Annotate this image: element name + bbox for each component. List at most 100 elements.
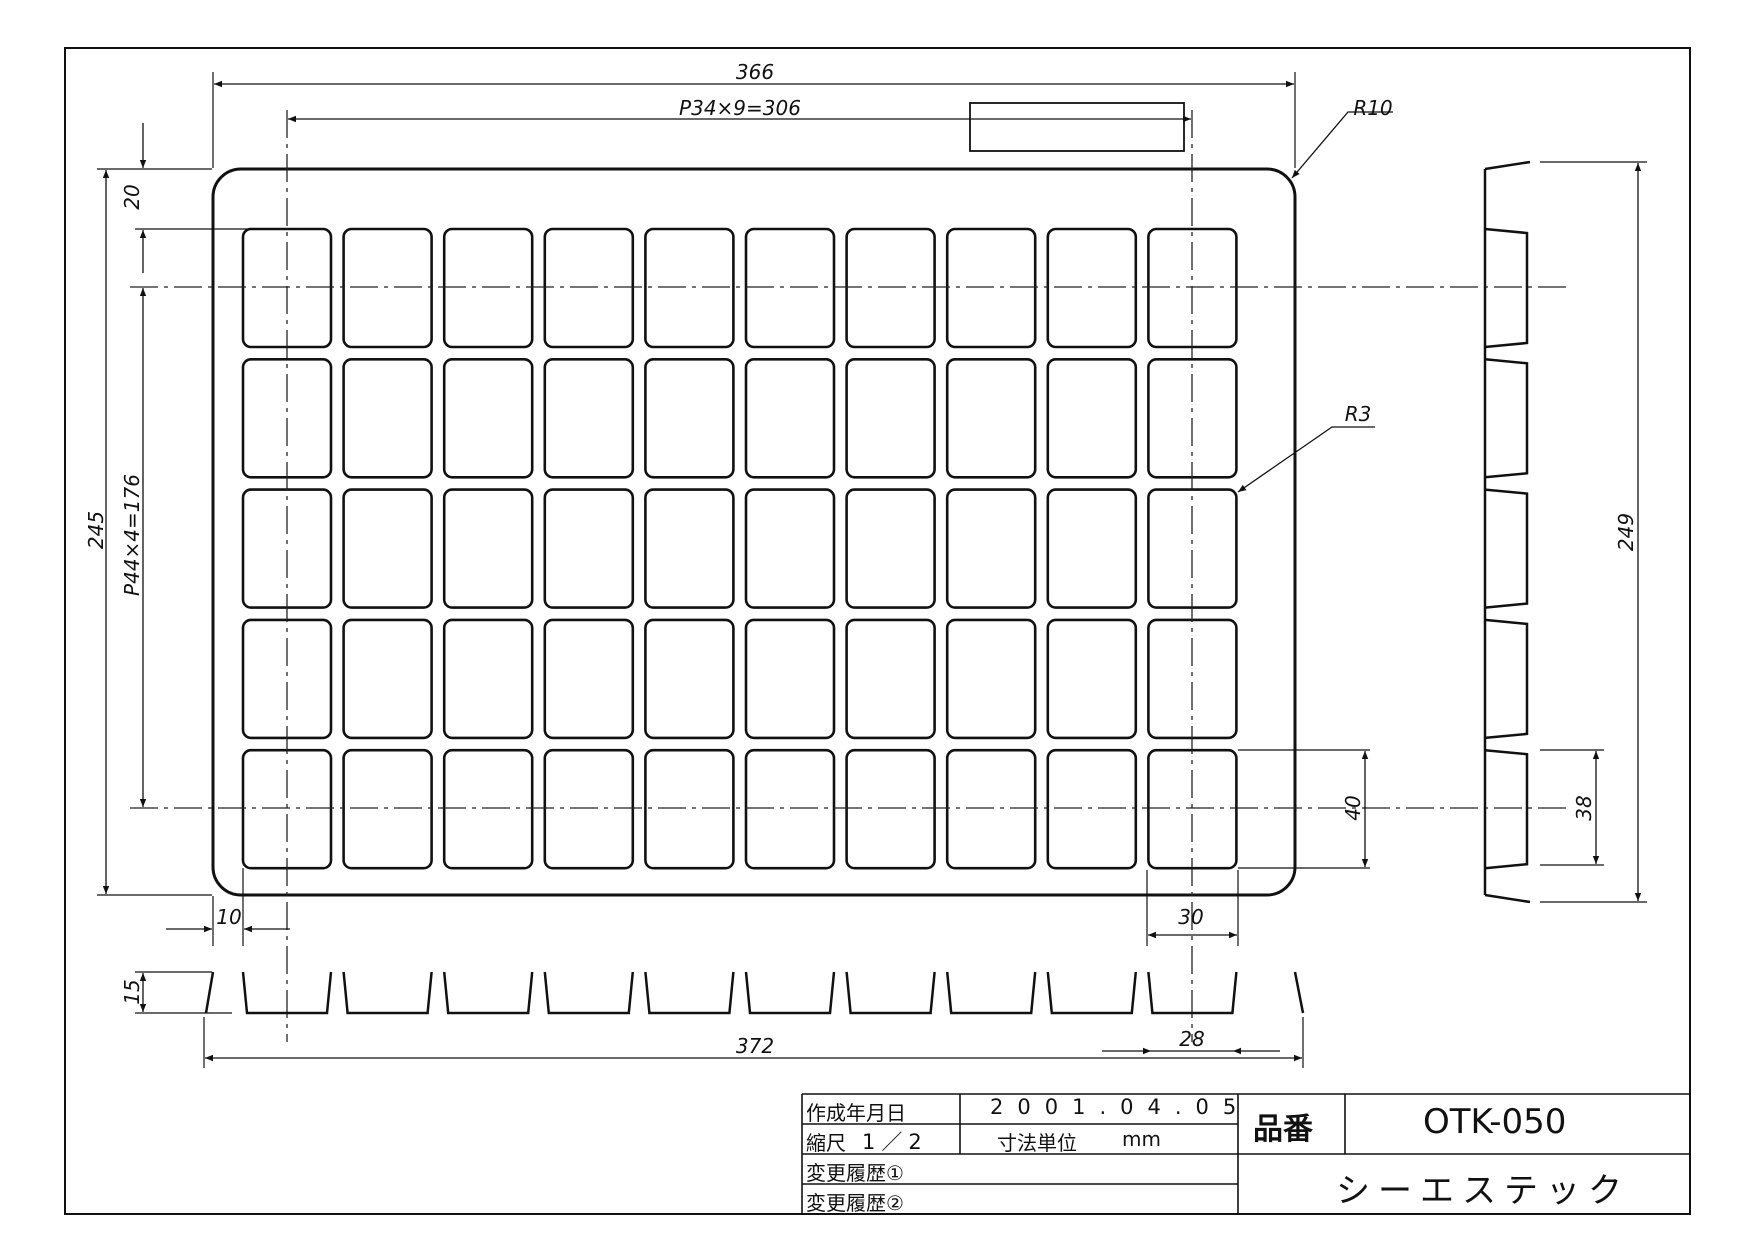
pocket — [1046, 357, 1138, 479]
pocket — [1046, 227, 1138, 349]
revision-history-2: 変更履歴② — [806, 1191, 904, 1215]
tray-outline — [211, 167, 1297, 897]
pocket — [543, 488, 635, 609]
pocket — [342, 748, 433, 870]
dim-text-r3: R3 — [1345, 402, 1372, 426]
dim-text-pitch-y: P44×4=176 — [120, 474, 144, 596]
pocket — [241, 618, 333, 740]
pocket — [744, 618, 836, 740]
side-pocket-profiles — [1483, 169, 1529, 895]
unit-label: 寸法単位 — [997, 1131, 1077, 1155]
pocket-grid — [241, 227, 1238, 870]
dim-text-base-length: 372 — [736, 1034, 774, 1058]
front-pocket-profile — [845, 971, 936, 1015]
dim-text-side-margin: 10 — [216, 905, 241, 929]
side-bottom-wall — [1484, 893, 1531, 904]
dim-text-side-height: 249 — [1614, 513, 1638, 551]
side-pocket-profile — [1484, 227, 1529, 349]
dim-text-overall-height: 245 — [84, 511, 108, 549]
pocket — [644, 227, 735, 349]
side-section-view: 249 38 — [1483, 160, 1647, 904]
pocket — [543, 618, 635, 740]
pocket — [442, 357, 534, 479]
side-pocket-profile — [1484, 618, 1529, 740]
front-pocket-profile — [1046, 971, 1138, 1015]
side-pocket-profile — [1484, 358, 1529, 479]
side-pocket-profile — [1484, 488, 1529, 609]
dim-text-pitch-x: P34×9=306 — [679, 96, 801, 120]
pocket — [945, 227, 1037, 349]
pocket — [744, 357, 836, 479]
pocket — [442, 618, 534, 740]
pocket — [342, 618, 433, 740]
dim-text-top-margin: 20 — [120, 184, 144, 209]
drawing-border — [64, 47, 1691, 1215]
part-number-value: OTK-050 — [1423, 1102, 1567, 1142]
pocket — [945, 748, 1037, 870]
unit-value: mm — [1122, 1127, 1161, 1151]
pocket — [945, 357, 1037, 479]
dim-text-pocket-bottom-width: 28 — [1179, 1027, 1204, 1051]
pocket — [644, 618, 735, 740]
pocket — [644, 748, 735, 870]
dim-text-side-pocket-height: 38 — [1572, 795, 1596, 820]
pocket — [945, 618, 1037, 740]
front-section-view: 15 372 28 — [120, 971, 1305, 1068]
front-left-wall — [204, 971, 215, 1014]
front-pocket-profile — [543, 971, 635, 1015]
pocket — [845, 357, 936, 479]
side-top-wall — [1484, 160, 1531, 171]
dim-text-pocket-width: 30 — [1178, 905, 1203, 929]
pocket — [1046, 748, 1138, 870]
pocket — [442, 748, 534, 870]
pocket — [442, 488, 534, 609]
front-pocket-profile — [241, 971, 333, 1015]
dim-text-pocket-height: 40 — [1341, 795, 1365, 820]
pocket — [744, 748, 836, 870]
label-box — [969, 102, 1185, 152]
front-pocket-profile — [1147, 971, 1238, 1015]
front-pocket-profiles — [241, 971, 1238, 1015]
title-block-grid — [801, 1093, 1690, 1214]
created-date-value: 2001.04.05 — [990, 1095, 1251, 1119]
pocket — [845, 618, 936, 740]
pocket — [945, 488, 1037, 609]
revision-history-1: 変更履歴① — [806, 1161, 904, 1185]
front-pocket-profile — [644, 971, 735, 1015]
pocket — [644, 357, 735, 479]
front-pocket-profile — [945, 971, 1037, 1015]
pocket — [744, 488, 836, 609]
part-number-label: 品番 — [1253, 1112, 1313, 1147]
pocket — [845, 488, 936, 609]
plan-view: 366 P34×9=306 R10 R3 20 245 P44×4=176 40… — [84, 60, 1572, 1042]
side-pocket-profile — [1484, 748, 1529, 870]
pocket — [543, 748, 635, 870]
front-pocket-profile — [442, 971, 534, 1015]
pocket — [342, 357, 433, 479]
pocket — [1147, 618, 1238, 740]
pocket — [644, 488, 735, 609]
pocket — [1046, 488, 1138, 609]
pocket — [442, 227, 534, 349]
pocket — [342, 488, 433, 609]
pocket — [845, 748, 936, 870]
pocket — [543, 357, 635, 479]
leader-r3 — [1237, 426, 1375, 493]
created-date-label: 作成年月日 — [806, 1101, 906, 1125]
company-name: シーエステック — [1336, 1171, 1630, 1211]
leader-r10 — [1291, 111, 1393, 179]
front-right-wall — [1293, 971, 1305, 1014]
front-pocket-profile — [342, 971, 433, 1015]
scale-value: 1／2 — [862, 1130, 928, 1154]
pocket — [1046, 618, 1138, 740]
dim-text-overall-width: 366 — [736, 60, 774, 84]
dim-text-r10: R10 — [1353, 96, 1392, 120]
pocket — [744, 227, 836, 349]
pocket — [543, 227, 635, 349]
dim-text-tray-depth: 15 — [120, 979, 144, 1004]
pocket — [342, 227, 433, 349]
front-pocket-profile — [744, 971, 836, 1015]
pocket — [845, 227, 936, 349]
scale-label: 縮尺 — [806, 1131, 846, 1155]
